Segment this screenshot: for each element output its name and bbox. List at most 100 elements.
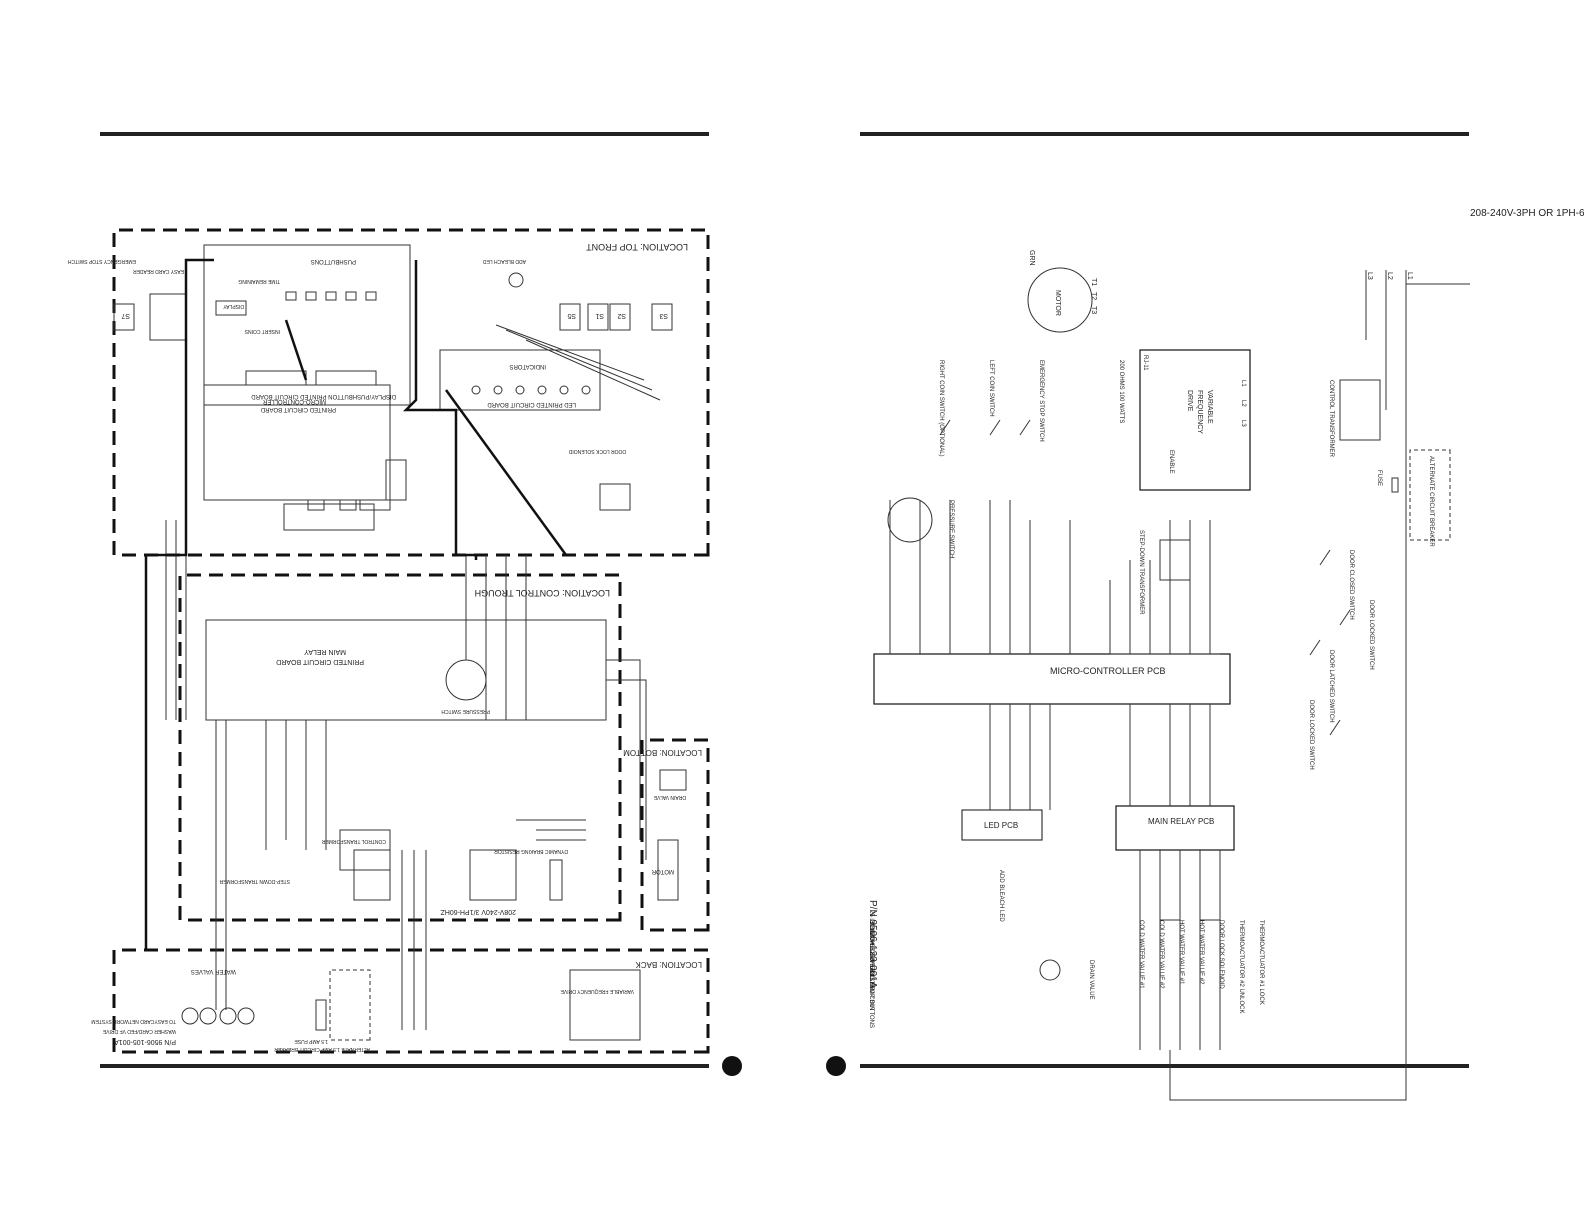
right-pn-sub-2: DELTA VF DRIVE SYSTEM bbox=[868, 920, 874, 994]
left-bold-harness bbox=[144, 258, 478, 950]
motor-circle bbox=[1027, 267, 1093, 333]
pressure-label: PRESSURE SWITCH bbox=[441, 708, 490, 714]
relay-loads bbox=[1039, 850, 1221, 1050]
left-wiring bbox=[165, 324, 661, 1030]
vfd-rj11: RJ-11 bbox=[1142, 355, 1148, 371]
micro-top-wires bbox=[889, 500, 1220, 810]
switch-s5: S5 bbox=[567, 312, 576, 319]
motor-label: MOTOR bbox=[651, 868, 674, 874]
left-bottom-rule bbox=[100, 1064, 709, 1068]
display-text: DISPLAY bbox=[223, 303, 244, 309]
add-bleach-led bbox=[508, 272, 524, 288]
transformer-block bbox=[353, 849, 391, 901]
relay-label: MAIN RELAY PCB bbox=[1148, 817, 1214, 826]
drain-valve bbox=[659, 769, 687, 791]
motor-t1: T1 bbox=[1090, 278, 1097, 286]
vfd-l2: L2 bbox=[1240, 400, 1246, 407]
network-label: TO EASYCARD NETWORK SYSTEM bbox=[91, 1018, 176, 1024]
left-page-dot bbox=[722, 1056, 742, 1076]
terminal-block bbox=[469, 849, 517, 901]
switch-s3: S3 bbox=[659, 312, 668, 319]
thermo-1: THERMOACTUATOR #1 LOCK bbox=[1258, 920, 1264, 1005]
frame-bottom bbox=[640, 738, 710, 932]
resistor-label: 200 OHMS 100 WATTS bbox=[1118, 360, 1124, 423]
stepdown-transformer bbox=[1159, 539, 1191, 581]
relay-label-2: PRINTED CIRCUIT BOARD bbox=[276, 658, 364, 665]
door-lock-solenoid: DOOR LOCK SOLENOID bbox=[1218, 920, 1224, 989]
motor-label: MOTOR bbox=[1054, 290, 1061, 316]
left-coin: LEFT COIN SWITCH bbox=[988, 360, 994, 417]
hot-water-1: HOT WATER VALUE #1 bbox=[1178, 920, 1184, 985]
braking-resistor bbox=[549, 859, 563, 901]
cold-water-2: COLD WATER VALUE #2 bbox=[1158, 920, 1164, 989]
right-pn: P/N 9506-120-001A bbox=[867, 900, 878, 989]
left-pn: P/N 9506-105-001A bbox=[114, 1038, 176, 1045]
control-xfmr-label: CONTROL TRANSFORMER bbox=[1328, 380, 1334, 458]
relay-label: MAIN RELAY bbox=[304, 648, 346, 655]
supply-lines bbox=[1365, 270, 1407, 1090]
right-coin: RIGHT COIN SWITCH (OPTIONAL) bbox=[938, 360, 944, 457]
ribbon-connector-1 bbox=[315, 370, 377, 386]
line-l3: L3 bbox=[1366, 272, 1373, 280]
door-lock-solenoid bbox=[599, 483, 631, 511]
switch-s7: S7 bbox=[121, 312, 130, 319]
frame-top-front bbox=[112, 228, 710, 557]
right-page-dot bbox=[826, 1056, 846, 1076]
micro-label: MICRO-CONTROLLER bbox=[262, 398, 326, 404]
drain-label: DRAIN VALVE bbox=[653, 794, 686, 800]
water-valves-label: WATER VALVES bbox=[191, 968, 236, 974]
vfd-l3: L3 bbox=[1240, 420, 1246, 427]
supply-label: 208-240V-3PH OR 1PH-60HZ bbox=[1470, 208, 1584, 219]
led-label: LED PCB bbox=[984, 821, 1018, 830]
vfd-enable: ENABLE bbox=[1168, 450, 1174, 474]
hot-water-2: HOT WATER VALUE #2 bbox=[1198, 920, 1204, 985]
pressure-switch bbox=[887, 497, 933, 543]
alt-breaker-label: ALTERNATE CIRCUIT BREAKER bbox=[1428, 456, 1434, 547]
alt-breaker bbox=[329, 969, 371, 1041]
switch-s1: S1 bbox=[595, 312, 604, 319]
frame-back bbox=[112, 948, 710, 1054]
control-xfmr-label: CONTROL TRANSFORMER bbox=[321, 838, 386, 844]
alt-breaker bbox=[1409, 449, 1451, 541]
pressure-label: PRESSURE SWITCH bbox=[948, 500, 954, 558]
right-diagram: 208-240V-3PH OR 1PH-60HZ L1 L2 L3 MOTOR … bbox=[867, 208, 1584, 1101]
display-board bbox=[203, 244, 411, 406]
vfd-box bbox=[569, 969, 641, 1041]
micro-label: MICRO-CONTROLLER PCB bbox=[1050, 666, 1166, 676]
pressure-switch bbox=[445, 659, 487, 701]
switch-s2: S2 bbox=[617, 312, 626, 319]
pushbuttons-label: PUSHBUTTONS bbox=[311, 258, 356, 264]
easycard-label: EASY CARD READER bbox=[133, 268, 184, 274]
display-window bbox=[215, 300, 247, 316]
drain-valve: DRAIN VALUE bbox=[1088, 960, 1094, 1000]
fuse-symbol bbox=[1391, 477, 1399, 493]
cold-water-1: COLD WATER VALUE #1 bbox=[1138, 920, 1144, 989]
control-transformer bbox=[339, 829, 391, 871]
control-transformer bbox=[1339, 379, 1381, 441]
loc-back-label: LOCATION: BACK bbox=[635, 960, 702, 969]
breaker-label: ALTERNATE 1.5 AMP CIRCUIT BREAKER bbox=[274, 1046, 370, 1052]
switch-s7-box bbox=[113, 303, 135, 331]
stepdown-label: STEP-DOWN TRANSFORMER bbox=[219, 878, 290, 884]
indicators-label: INDICATORS bbox=[510, 363, 546, 369]
fuse-label: 1.5 AMP FUSE bbox=[294, 1038, 328, 1044]
fuse-label: FUSE bbox=[1376, 470, 1382, 486]
door-lock-label: DOOR LOCK SOLENOID bbox=[568, 448, 626, 454]
line-l1: L1 bbox=[1406, 272, 1413, 280]
emergency-stop: EMERGENCY STOP SWITCH bbox=[1038, 360, 1044, 442]
main-relay-board bbox=[205, 619, 607, 721]
right-bottom-rule bbox=[860, 1064, 1469, 1068]
left-top-rule bbox=[100, 132, 709, 136]
water-valves bbox=[181, 1007, 255, 1025]
vfd-line-3: DRIVE bbox=[1186, 390, 1193, 412]
door-locked-right: DOOR LOCKED SWITCH bbox=[1368, 600, 1374, 670]
braking-label: DYNAMIC BRAKING RESISTOR bbox=[494, 848, 568, 854]
micro-label-2: PRINTED CIRCUIT BOARD bbox=[260, 406, 336, 412]
door-latched: DOOR LATCHED SWITCH bbox=[1328, 650, 1334, 723]
loc-top-label: LOCATION: TOP FRONT bbox=[586, 242, 688, 252]
left-pn-sub: WASHER CARD/FED VF DRIVE bbox=[102, 1028, 176, 1034]
motor-ground: GRN bbox=[1028, 250, 1035, 266]
vfd-line-2: FREQUENCY bbox=[1196, 390, 1203, 434]
line-l2: L2 bbox=[1386, 272, 1393, 280]
